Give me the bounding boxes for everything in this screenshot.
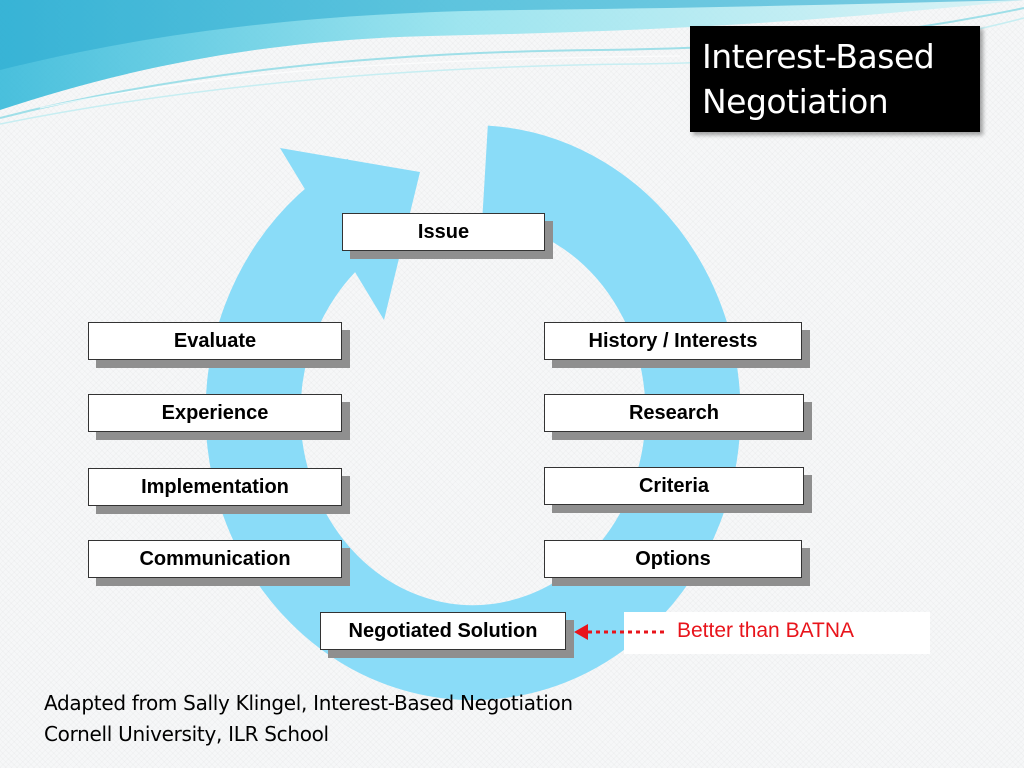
- node-negotiated-solution: Negotiated Solution: [320, 612, 566, 650]
- batna-label-box: [624, 612, 930, 654]
- node-research: Research: [544, 394, 804, 432]
- title-line-2: Negotiation: [702, 82, 889, 121]
- node-communication: Communication: [88, 540, 342, 578]
- node-options: Options: [544, 540, 802, 578]
- caption-line-2: Cornell University, ILR School: [44, 722, 329, 746]
- node-evaluate: Evaluate: [88, 322, 342, 360]
- node-issue: Issue: [342, 213, 545, 251]
- batna-annotation: Better than BATNA: [677, 619, 855, 642]
- source-caption: Adapted from Sally Klingel, Interest-Bas…: [44, 688, 573, 750]
- caption-line-1: Adapted from Sally Klingel, Interest-Bas…: [44, 691, 573, 715]
- node-experience: Experience: [88, 394, 342, 432]
- node-criteria: Criteria: [544, 467, 804, 505]
- node-implementation: Implementation: [88, 468, 342, 506]
- node-history-interests: History / Interests: [544, 322, 802, 360]
- title-line-1: Interest-Based: [702, 37, 935, 76]
- slide-title: Interest-Based Negotiation: [690, 26, 980, 132]
